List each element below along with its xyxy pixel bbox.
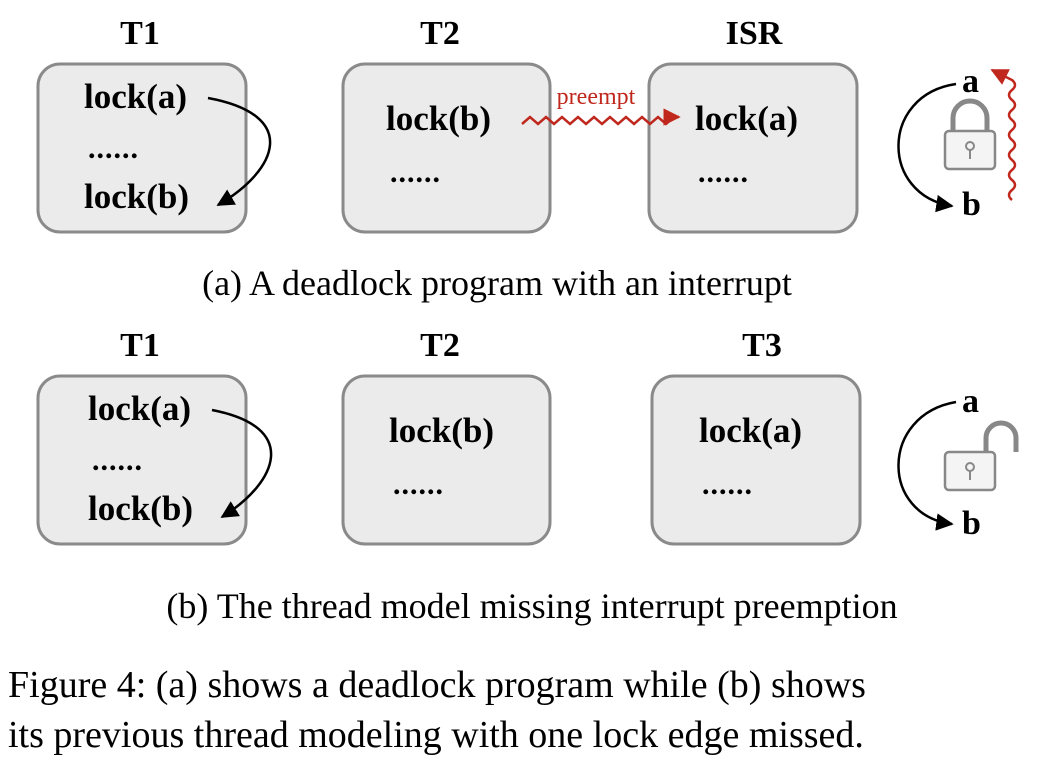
t3-b-line-1: lock(a) xyxy=(699,411,802,450)
t2-b-line-2: ...... xyxy=(393,468,444,501)
lock-order-arrow-a xyxy=(897,82,957,213)
lock-label-b-bottom: b xyxy=(962,505,981,542)
caption-panel-b: (b) The thread model missing interrupt p… xyxy=(166,586,897,626)
lock-label-a-bottom: a xyxy=(962,383,979,420)
preempt-label: preempt xyxy=(557,84,636,110)
deadlock-diagram: T1 T2 ISR lock(a) ...... lock(b) lock(b)… xyxy=(36,15,1019,626)
t1-a-line-1: lock(a) xyxy=(84,77,187,116)
caption-panel-a: (a) A deadlock program with an interrupt xyxy=(202,263,792,303)
t1-a-lock-arrow xyxy=(207,96,272,207)
thread-box-t1-a xyxy=(36,62,248,234)
panel-b: T1 T2 T3 lock(a) ...... lock(b) lock(b) … xyxy=(36,327,1019,626)
header-isr-a: ISR xyxy=(726,15,783,52)
lock-order-arrow-b xyxy=(897,400,957,531)
isr-a-line-2: ...... xyxy=(698,156,749,189)
thread-box-t2-a xyxy=(341,62,552,234)
t2-a-line-1: lock(b) xyxy=(386,99,491,138)
isr-a-line-1: lock(a) xyxy=(695,99,798,138)
interrupt-lock-arrow xyxy=(990,68,1017,201)
header-t2-b: T2 xyxy=(420,327,460,364)
t1-b-line-1: lock(a) xyxy=(88,389,191,428)
t1-b-lock-arrow xyxy=(211,408,273,519)
figure-caption-line-2: its previous thread modeling with one lo… xyxy=(8,714,864,756)
lock-open-icon xyxy=(943,420,1019,492)
lock-label-a-top: a xyxy=(962,63,979,100)
t2-a-line-2: ...... xyxy=(390,156,441,189)
figure-caption-line-1: Figure 4: (a) shows a deadlock program w… xyxy=(8,664,866,706)
t2-b-line-1: lock(b) xyxy=(389,411,494,450)
header-t1-b: T1 xyxy=(120,327,160,364)
header-t1-a: T1 xyxy=(120,15,160,52)
thread-box-t3-b xyxy=(650,374,862,546)
header-t3-b: T3 xyxy=(742,327,782,364)
t1-a-line-2: ...... xyxy=(88,132,139,165)
t1-b-line-3: lock(b) xyxy=(88,489,193,528)
thread-box-t2-b xyxy=(341,374,552,546)
t3-b-line-2: ...... xyxy=(702,468,753,501)
figure-caption: Figure 4: (a) shows a deadlock program w… xyxy=(8,660,1058,760)
t1-b-line-2: ...... xyxy=(92,444,143,477)
thread-box-isr-a xyxy=(647,62,859,234)
header-t2-a: T2 xyxy=(420,15,460,52)
preempt-arrow xyxy=(521,108,681,126)
t1-a-line-3: lock(b) xyxy=(84,177,189,216)
thread-box-t1-b xyxy=(36,374,248,546)
panel-a: T1 T2 ISR lock(a) ...... lock(b) lock(b)… xyxy=(36,15,1017,303)
lock-label-b-top: b xyxy=(962,186,981,223)
lock-closed-icon xyxy=(943,98,997,171)
